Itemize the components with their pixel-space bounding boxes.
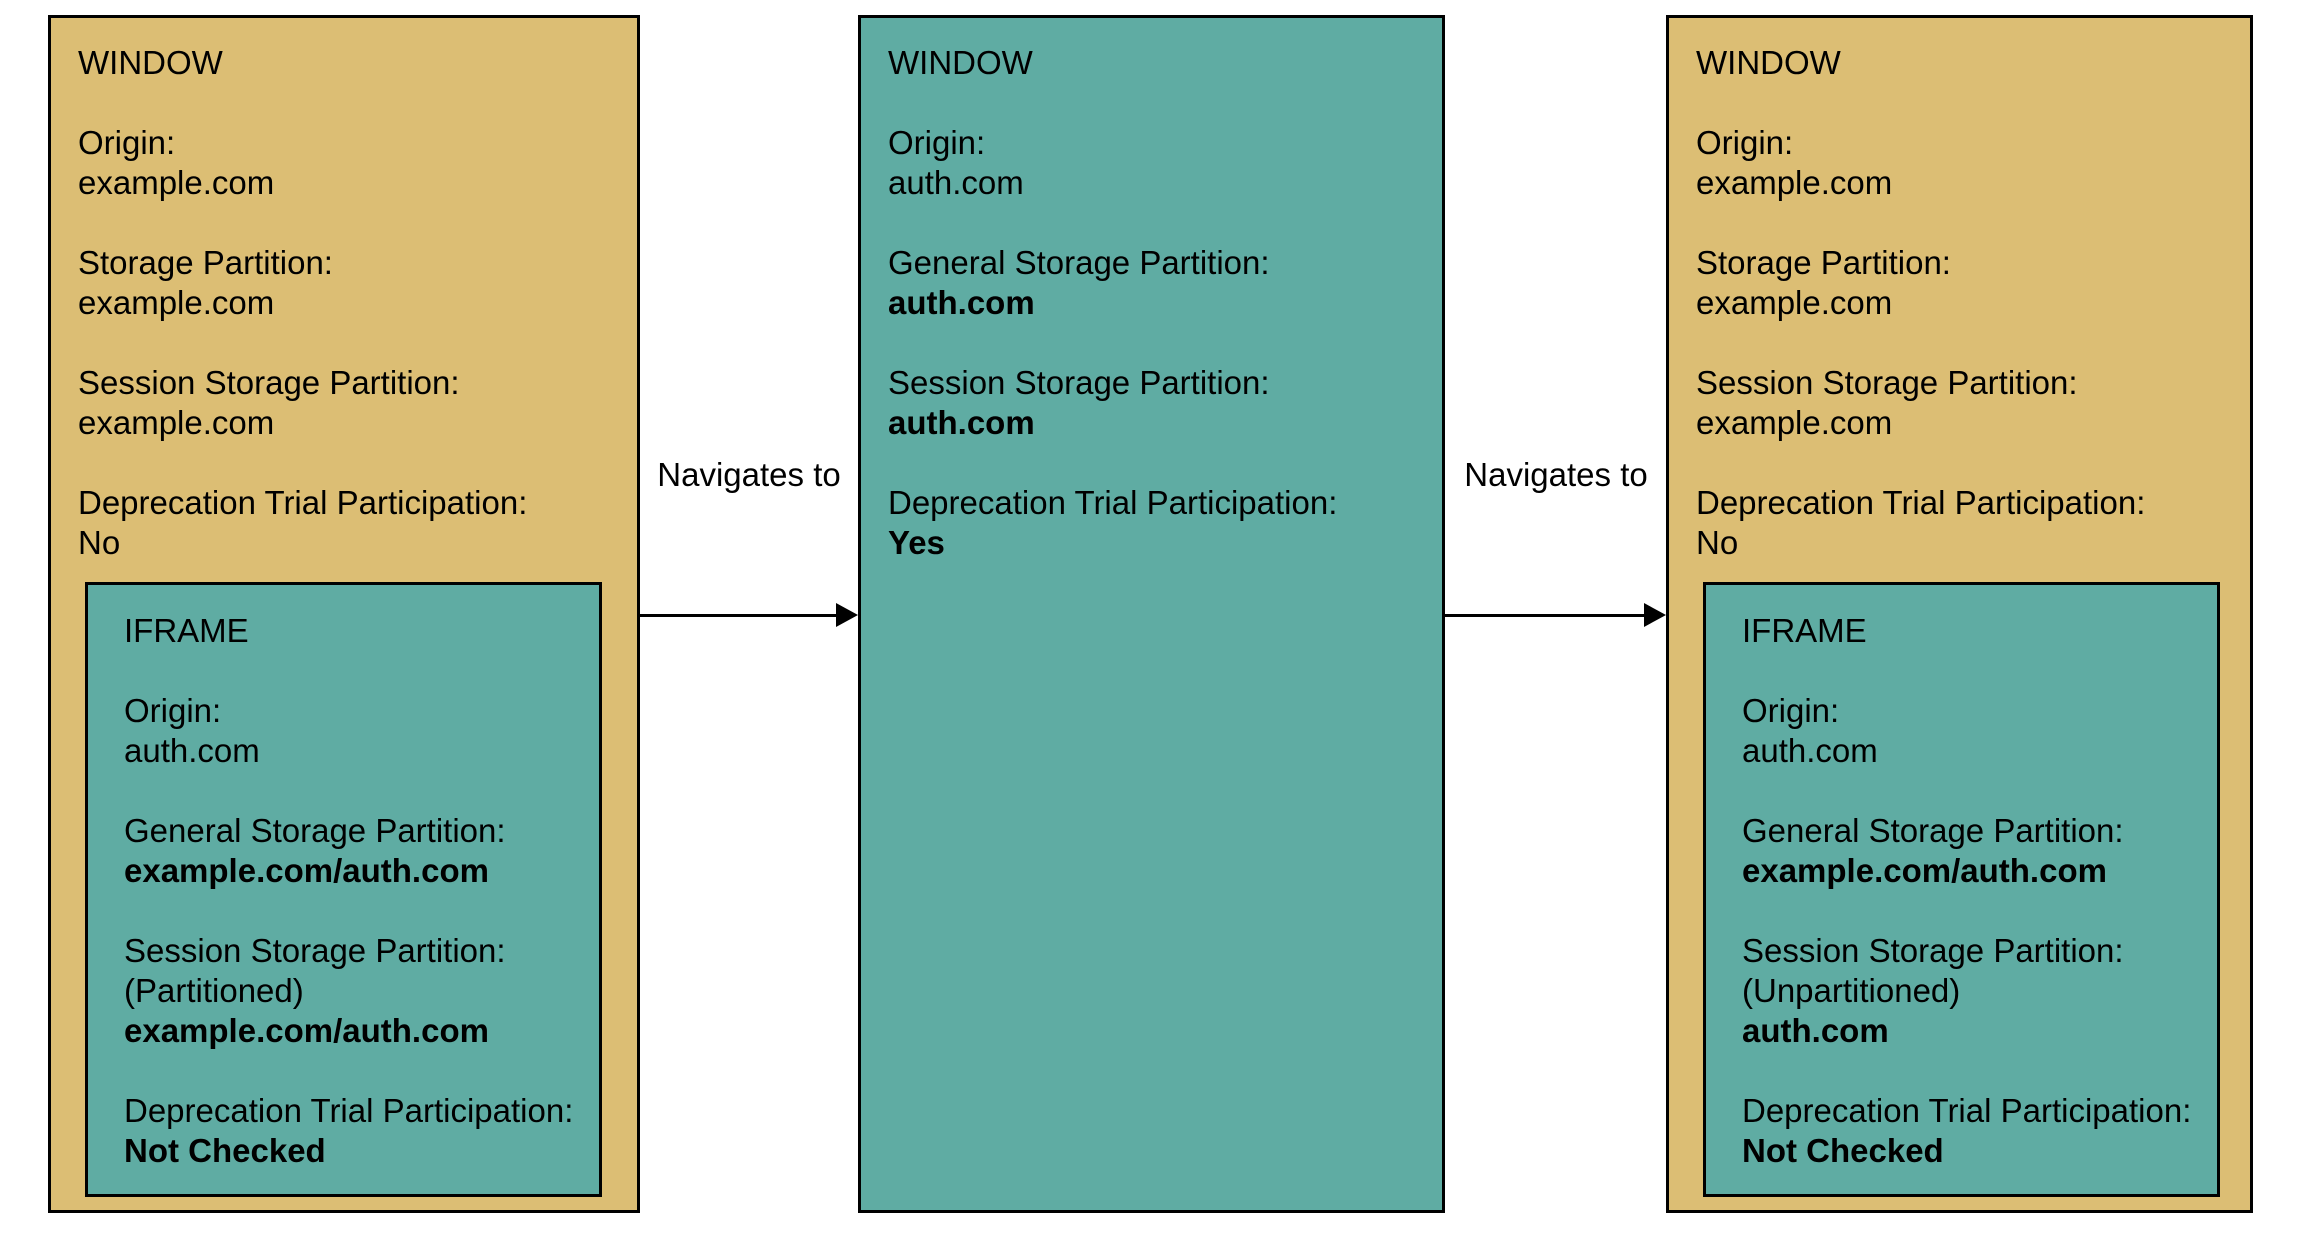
navigates-arrow-1-line — [640, 614, 838, 617]
field-general-storage-partition: General Storage Partition: auth.com — [888, 243, 1415, 323]
field-label: Origin: — [1696, 124, 1794, 161]
field-value: Not Checked — [124, 1132, 326, 1169]
field-origin: Origin: auth.com — [1742, 691, 2193, 771]
field-deprecation-trial: Deprecation Trial Participation: Yes — [888, 483, 1415, 563]
field-label: Deprecation Trial Participation: — [1742, 1092, 2192, 1129]
field-session-storage-partition: Session Storage Partition: (Unpartitione… — [1742, 931, 2193, 1051]
field-label: Session Storage Partition: — [888, 364, 1270, 401]
field-deprecation-trial: Deprecation Trial Participation: No — [1696, 483, 2223, 563]
field-label: Session Storage Partition: — [78, 364, 460, 401]
window-title: WINDOW — [78, 44, 223, 81]
field-storage-partition: Storage Partition: example.com — [1696, 243, 2223, 323]
field-value: No — [1696, 524, 1739, 561]
field-label: Origin: — [78, 124, 176, 161]
field-label: Origin: — [888, 124, 986, 161]
field-label: Deprecation Trial Participation: — [124, 1092, 574, 1129]
window-box-1: WINDOW Origin: example.com Storage Parti… — [48, 15, 640, 1213]
field-label: General Storage Partition: — [888, 244, 1270, 281]
field-origin: Origin: auth.com — [888, 123, 1415, 203]
field-value: Yes — [888, 524, 945, 561]
field-value: example.com/auth.com — [124, 852, 489, 889]
field-value: No — [78, 524, 121, 561]
field-session-storage-partition: Session Storage Partition: (Partitioned)… — [124, 931, 575, 1051]
field-value: auth.com — [1742, 732, 1878, 769]
field-storage-partition: Storage Partition: example.com — [78, 243, 610, 323]
iframe-box-2: IFRAME Origin: auth.com General Storage … — [1703, 582, 2220, 1197]
iframe-title: IFRAME — [124, 612, 249, 649]
field-value: example.com/auth.com — [1742, 852, 2107, 889]
field-label: Session Storage Partition: — [124, 932, 506, 969]
field-deprecation-trial: Deprecation Trial Participation: No — [78, 483, 610, 563]
field-value: auth.com — [888, 164, 1024, 201]
navigates-arrow-2-head-icon — [1644, 603, 1666, 627]
field-value: example.com — [78, 404, 275, 441]
field-value: example.com — [78, 284, 275, 321]
field-label: Storage Partition: — [1696, 244, 1951, 281]
field-label: Session Storage Partition: — [1742, 932, 2124, 969]
field-label: General Storage Partition: — [124, 812, 506, 849]
navigates-arrow-2-label: Navigates to — [1464, 456, 1648, 493]
field-value: auth.com — [888, 284, 1035, 321]
field-label: Origin: — [124, 692, 222, 729]
field-origin: Origin: auth.com — [124, 691, 575, 771]
field-session-storage-partition: Session Storage Partition: auth.com — [888, 363, 1415, 443]
field-value: example.com — [78, 164, 275, 201]
field-label: Deprecation Trial Participation: — [78, 484, 528, 521]
field-session-storage-partition: Session Storage Partition: example.com — [1696, 363, 2223, 443]
field-session-storage-partition: Session Storage Partition: example.com — [78, 363, 610, 443]
field-value: Not Checked — [1742, 1132, 1944, 1169]
field-label: Storage Partition: — [78, 244, 333, 281]
field-deprecation-trial: Deprecation Trial Participation: Not Che… — [124, 1091, 575, 1171]
field-value: example.com — [1696, 164, 1893, 201]
field-value: example.com/auth.com — [124, 1012, 489, 1049]
field-label: Deprecation Trial Participation: — [1696, 484, 2146, 521]
window-box-3: WINDOW Origin: example.com Storage Parti… — [1666, 15, 2253, 1213]
field-general-storage-partition: General Storage Partition: example.com/a… — [124, 811, 575, 891]
field-origin: Origin: example.com — [78, 123, 610, 203]
navigates-arrow-1-head-icon — [836, 603, 858, 627]
field-label: Deprecation Trial Participation: — [888, 484, 1338, 521]
field-label: General Storage Partition: — [1742, 812, 2124, 849]
field-note: (Unpartitioned) — [1742, 972, 1961, 1009]
field-value: example.com — [1696, 404, 1893, 441]
navigates-arrow-2-line — [1445, 614, 1646, 617]
field-value: auth.com — [1742, 1012, 1889, 1049]
field-origin: Origin: example.com — [1696, 123, 2223, 203]
window-title: WINDOW — [888, 44, 1033, 81]
field-value: auth.com — [888, 404, 1035, 441]
field-value: example.com — [1696, 284, 1893, 321]
field-label: Session Storage Partition: — [1696, 364, 2078, 401]
iframe-box-1: IFRAME Origin: auth.com General Storage … — [85, 582, 602, 1197]
iframe-title: IFRAME — [1742, 612, 1867, 649]
field-general-storage-partition: General Storage Partition: example.com/a… — [1742, 811, 2193, 891]
window-title: WINDOW — [1696, 44, 1841, 81]
field-label: Origin: — [1742, 692, 1840, 729]
field-note: (Partitioned) — [124, 972, 304, 1009]
field-value: auth.com — [124, 732, 260, 769]
navigates-arrow-1-label: Navigates to — [657, 456, 841, 493]
window-box-2: WINDOW Origin: auth.com General Storage … — [858, 15, 1445, 1213]
field-deprecation-trial: Deprecation Trial Participation: Not Che… — [1742, 1091, 2193, 1171]
